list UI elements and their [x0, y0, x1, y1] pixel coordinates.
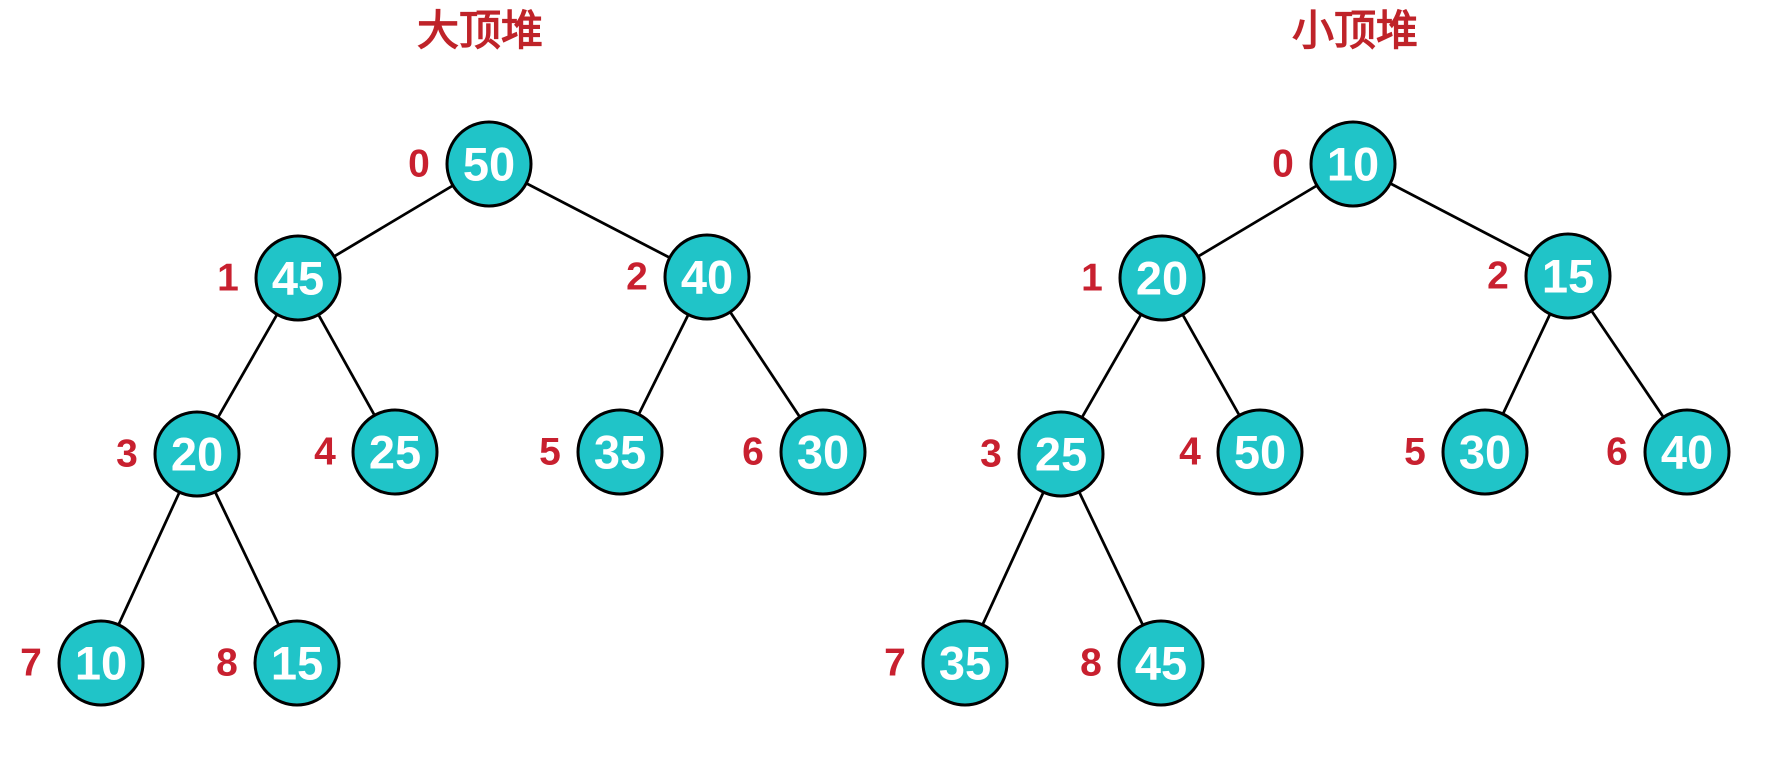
heap-node-circle [254, 234, 342, 322]
heap-node-value: 45 [1135, 637, 1187, 690]
heap-node-circle [57, 619, 145, 707]
heap-node-circle [1524, 232, 1612, 320]
heap-node-index: 4 [1179, 431, 1201, 474]
heap-node-value: 30 [797, 426, 849, 479]
heap-node-circle [445, 120, 533, 208]
heap-node-circle [921, 619, 1009, 707]
heap-node-index: 7 [20, 642, 42, 685]
heap-node-index: 6 [742, 431, 764, 474]
heap-node-value: 30 [1459, 426, 1511, 479]
heap-node-index: 2 [1487, 255, 1509, 298]
heap-node-value: 20 [1136, 252, 1188, 305]
heap-node-circle [576, 408, 664, 496]
heap-node-value: 35 [939, 637, 991, 690]
heap-node-value: 25 [369, 426, 421, 479]
heap-node-circle [1643, 408, 1731, 496]
heap-node-circle [1017, 410, 1105, 498]
heap-node-index: 1 [1081, 257, 1103, 300]
min-heap-tree: 10 0 20 1 15 2 25 3 50 4 30 5 40 6 35 7 45 8 [884, 120, 1731, 707]
heap-node-value: 35 [594, 426, 646, 479]
heap-node-value: 25 [1035, 428, 1087, 481]
min-heap-title: 小顶堆 [1291, 7, 1419, 54]
heap-node-index: 0 [1272, 143, 1294, 186]
heap-node-index: 8 [1080, 642, 1102, 685]
heap-node-index: 3 [116, 433, 138, 476]
heap-node-index: 5 [539, 431, 561, 474]
heap-node-index: 1 [217, 257, 239, 300]
heap-node-value: 10 [75, 637, 127, 690]
heap-node-circle [1441, 408, 1529, 496]
heap-node-index: 8 [216, 642, 238, 685]
heap-node-circle [663, 233, 751, 321]
heap-node-circle [351, 408, 439, 496]
heap-node-value: 45 [272, 252, 324, 305]
heap-node-value: 40 [681, 251, 733, 304]
heap-node-index: 4 [314, 431, 336, 474]
heap-node-index: 0 [408, 143, 430, 186]
max-heap-tree: 50 0 45 1 40 2 20 3 25 4 35 5 30 6 10 7 15 8 [20, 120, 867, 707]
heap-node-value: 40 [1661, 426, 1713, 479]
heap-node-value: 20 [171, 428, 223, 481]
heap-node-index: 5 [1404, 431, 1426, 474]
heap-node-circle [1118, 234, 1206, 322]
heap-node-value: 10 [1327, 138, 1379, 191]
heap-node-value: 15 [1542, 250, 1594, 303]
heap-node-circle [153, 410, 241, 498]
heap-node-index: 7 [884, 642, 906, 685]
heap-node-circle [1309, 120, 1397, 208]
heap-node-value: 50 [463, 138, 515, 191]
heap-node-value: 15 [271, 637, 323, 690]
heap-node-value: 50 [1234, 426, 1286, 479]
heap-node-circle [1216, 408, 1304, 496]
heap-node-index: 6 [1606, 431, 1628, 474]
heap-node-circle [1117, 619, 1205, 707]
heap-node-circle [779, 408, 867, 496]
heap-node-circle [253, 619, 341, 707]
heap-node-index: 2 [626, 256, 648, 299]
heap-node-index: 3 [980, 433, 1002, 476]
max-heap-title: 大顶堆 [416, 7, 544, 54]
